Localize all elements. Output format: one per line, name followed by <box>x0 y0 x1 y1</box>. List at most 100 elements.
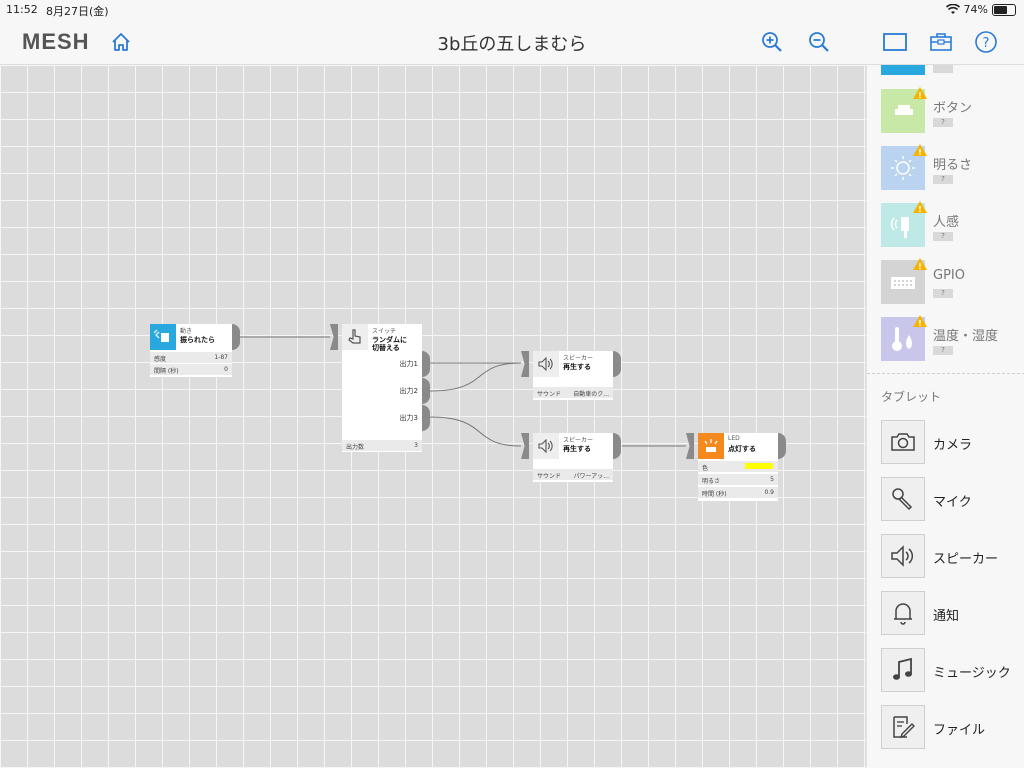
gpio-board-icon <box>891 277 915 289</box>
output-label: 出力2 <box>399 387 418 395</box>
output-port[interactable] <box>422 405 430 431</box>
recipe-canvas[interactable]: 動き 振られたら 感度 1-87 間隔 (秒) 0 スイッチ ランダムに 切替え… <box>0 65 866 768</box>
svg-text:!: ! <box>918 91 922 99</box>
input-port[interactable] <box>330 324 338 350</box>
param-key: サウンド <box>537 391 562 398</box>
home-icon <box>112 33 130 51</box>
bell-icon <box>894 603 912 625</box>
tablet-item-file[interactable]: ファイル <box>881 705 1021 751</box>
zoom-in-icon <box>762 32 782 52</box>
block-palette-sidebar[interactable]: ! ボタン ? ! 明るさ ? <box>866 65 1024 768</box>
toolbar: MESH 3b丘の五しまむら <box>0 20 1024 65</box>
status-battery: 74% <box>945 3 1016 16</box>
tag-item-temperature-humidity[interactable]: ! 温度・湿度 ? <box>881 315 1021 363</box>
tablet-tile <box>881 534 925 578</box>
switch-block[interactable]: スイッチ ランダムに 切替える 出力1 出力2 出力3 出力数 3 <box>342 324 422 452</box>
tablet-label: ファイル <box>933 723 986 738</box>
block-action: 再生する <box>563 445 591 453</box>
button-tag-icon <box>895 105 913 115</box>
tablet-label: マイク <box>933 495 972 510</box>
led-tag-icon <box>698 433 724 459</box>
battery-icon <box>992 3 1016 16</box>
connection-out3-speaker2 <box>429 416 522 447</box>
tablet-item-music[interactable]: ミュージック <box>881 648 1021 694</box>
block-type: スピーカー <box>563 355 594 362</box>
zoom-out-icon <box>809 32 829 52</box>
zoom-in-button[interactable] <box>758 28 786 56</box>
layout-button[interactable] <box>881 28 909 56</box>
output-port[interactable] <box>422 351 430 377</box>
tablet-tile <box>881 477 925 521</box>
block-param-row[interactable]: 明るさ 5 <box>698 474 778 485</box>
param-key: サウンド <box>537 473 562 480</box>
speaker-block-2[interactable]: スピーカー 再生する サウンド パワーアッ... <box>533 433 613 482</box>
led-block[interactable]: LED 点灯する 色 明るさ 5 時間 (秒) 0.9 <box>698 433 778 501</box>
warning-icon: ! <box>913 315 927 327</box>
param-value: パワーアッ... <box>573 473 609 480</box>
home-button[interactable] <box>107 28 135 56</box>
led-color-swatch <box>745 463 773 469</box>
section-heading-tablet: タブレット <box>881 390 942 404</box>
output-port[interactable] <box>613 433 621 459</box>
tag-item-gpio[interactable]: ! GPIO ? <box>881 258 1021 306</box>
status-time: 11:52 <box>6 3 38 16</box>
input-port[interactable] <box>686 433 694 459</box>
warning-icon: ! <box>913 144 927 156</box>
tag-label: 温度・湿度 <box>933 329 999 344</box>
output-port[interactable] <box>422 378 430 404</box>
speaker-block-1[interactable]: スピーカー 再生する サウンド 自動車のク... <box>533 351 613 400</box>
status-date: 8月27日(金) <box>46 5 109 18</box>
help-button[interactable]: ? <box>972 28 1000 56</box>
tag-item-button[interactable]: ! ボタン ? <box>881 87 1021 135</box>
tablet-item-mic[interactable]: マイク <box>881 477 1021 523</box>
svg-text:!: ! <box>918 148 922 156</box>
toolbox-button[interactable] <box>927 28 955 56</box>
output-port[interactable] <box>613 351 621 377</box>
tag-item-brightness[interactable]: ! 明るさ ? <box>881 144 1021 192</box>
param-key: 色 <box>702 465 709 472</box>
input-port[interactable] <box>521 433 529 459</box>
param-value: 3 <box>414 442 418 449</box>
tablet-item-speaker[interactable]: スピーカー <box>881 534 1021 580</box>
svg-text:!: ! <box>918 262 922 270</box>
move-trigger-block[interactable]: 動き 振られたら 感度 1-87 間隔 (秒) 0 <box>150 324 232 377</box>
shake-icon <box>154 329 169 342</box>
block-param-row[interactable]: サウンド パワーアッ... <box>533 469 613 480</box>
zoom-out-button[interactable] <box>805 28 833 56</box>
output-port[interactable] <box>232 324 240 350</box>
toolbox-icon <box>930 33 952 51</box>
output-port[interactable] <box>778 433 786 459</box>
block-action: 再生する <box>563 363 591 371</box>
svg-text:!: ! <box>918 205 922 213</box>
tablet-label: ミュージック <box>933 666 1011 681</box>
svg-text:!: ! <box>918 319 922 327</box>
block-param-row[interactable]: 間隔 (秒) 0 <box>150 364 232 375</box>
tag-tile: ! <box>881 315 927 361</box>
input-port[interactable] <box>521 351 529 377</box>
param-key: 出力数 <box>346 444 365 451</box>
battery-percent: 74% <box>963 3 988 16</box>
panel-icon <box>883 33 907 51</box>
hand-switch-icon <box>348 329 361 344</box>
tag-item-partial[interactable] <box>881 65 1021 77</box>
speaker-icon <box>538 439 553 453</box>
tablet-item-camera[interactable]: カメラ <box>881 420 1021 466</box>
led-light-icon <box>704 439 718 452</box>
block-param-row[interactable]: 時間 (秒) 0.9 <box>698 487 778 498</box>
block-param-row[interactable]: 色 <box>698 461 778 472</box>
tag-label: 人感 <box>933 215 960 230</box>
block-param-row[interactable]: 感度 1-87 <box>150 352 232 363</box>
speaker-tag-icon <box>533 433 559 459</box>
tablet-tile <box>881 705 925 749</box>
tag-item-motion[interactable]: ! 人感 ? <box>881 201 1021 249</box>
tablet-item-notification[interactable]: 通知 <box>881 591 1021 637</box>
tag-tile: ! <box>881 144 927 190</box>
motion-sensor-icon <box>891 217 909 238</box>
tag-label: ボタン <box>933 101 973 116</box>
block-type: スピーカー <box>563 437 594 444</box>
page-title: 3b丘の五しまむら <box>437 34 587 55</box>
block-param-row[interactable]: サウンド 自動車のク... <box>533 387 613 398</box>
tag-status: ? <box>933 175 953 184</box>
help-icon: ? <box>975 31 997 53</box>
block-param-row[interactable]: 出力数 3 <box>342 440 422 451</box>
